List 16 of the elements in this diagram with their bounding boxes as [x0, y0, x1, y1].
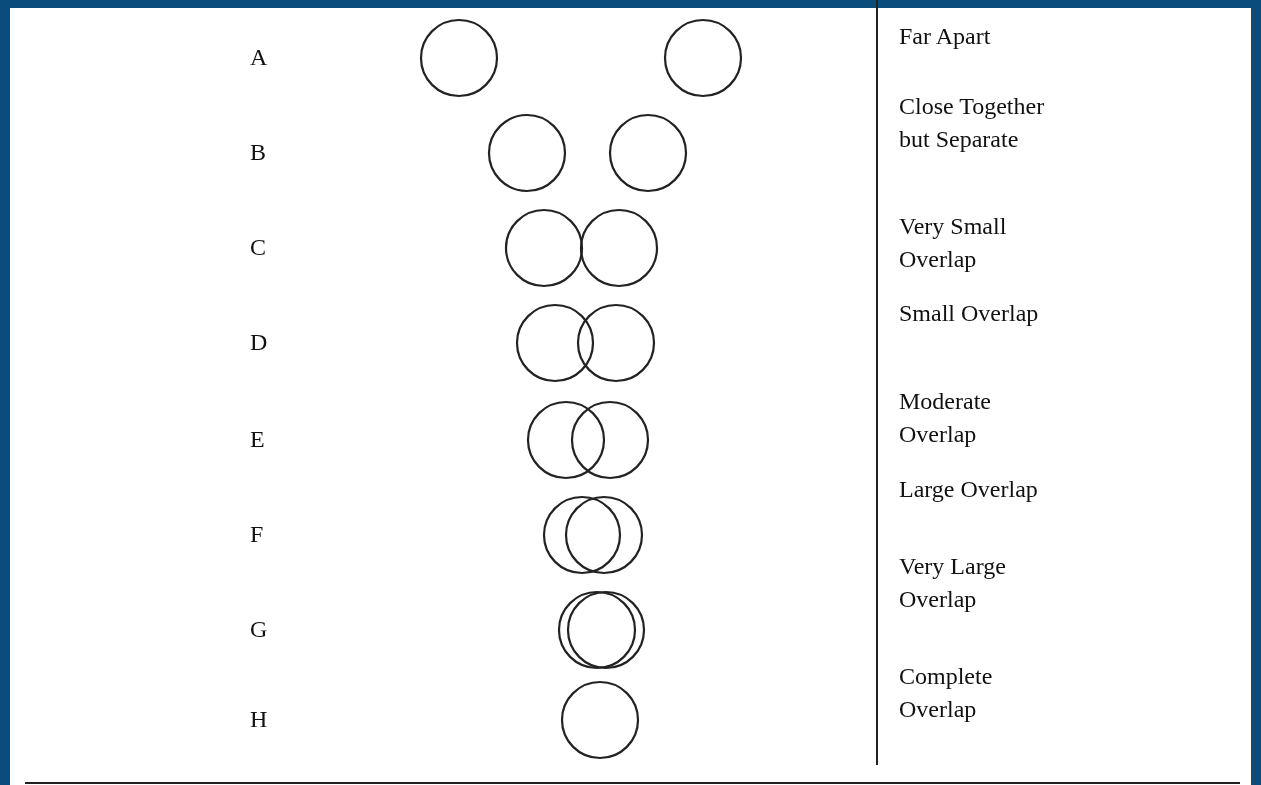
- overlap-description: Complete Overlap: [899, 662, 994, 724]
- overlap-description: Close Together but Separate: [899, 92, 1046, 154]
- row-letter: A: [250, 43, 268, 72]
- row-letter: G: [250, 615, 268, 644]
- overlap-description: Large Overlap: [899, 475, 1039, 504]
- row-letter: D: [250, 328, 268, 357]
- row-letter: F: [250, 520, 264, 549]
- row-letter: H: [250, 705, 268, 734]
- overlap-description: Small Overlap: [899, 299, 1040, 328]
- overlap-description: Very Large Overlap: [899, 552, 1007, 614]
- row-letter: B: [250, 138, 266, 167]
- overlap-description: Far Apart: [899, 22, 992, 51]
- overlap-description: Very Small Overlap: [899, 212, 1008, 274]
- row-letter: C: [250, 233, 266, 262]
- row-letter: E: [250, 425, 265, 454]
- overlap-description: Moderate Overlap: [899, 387, 992, 449]
